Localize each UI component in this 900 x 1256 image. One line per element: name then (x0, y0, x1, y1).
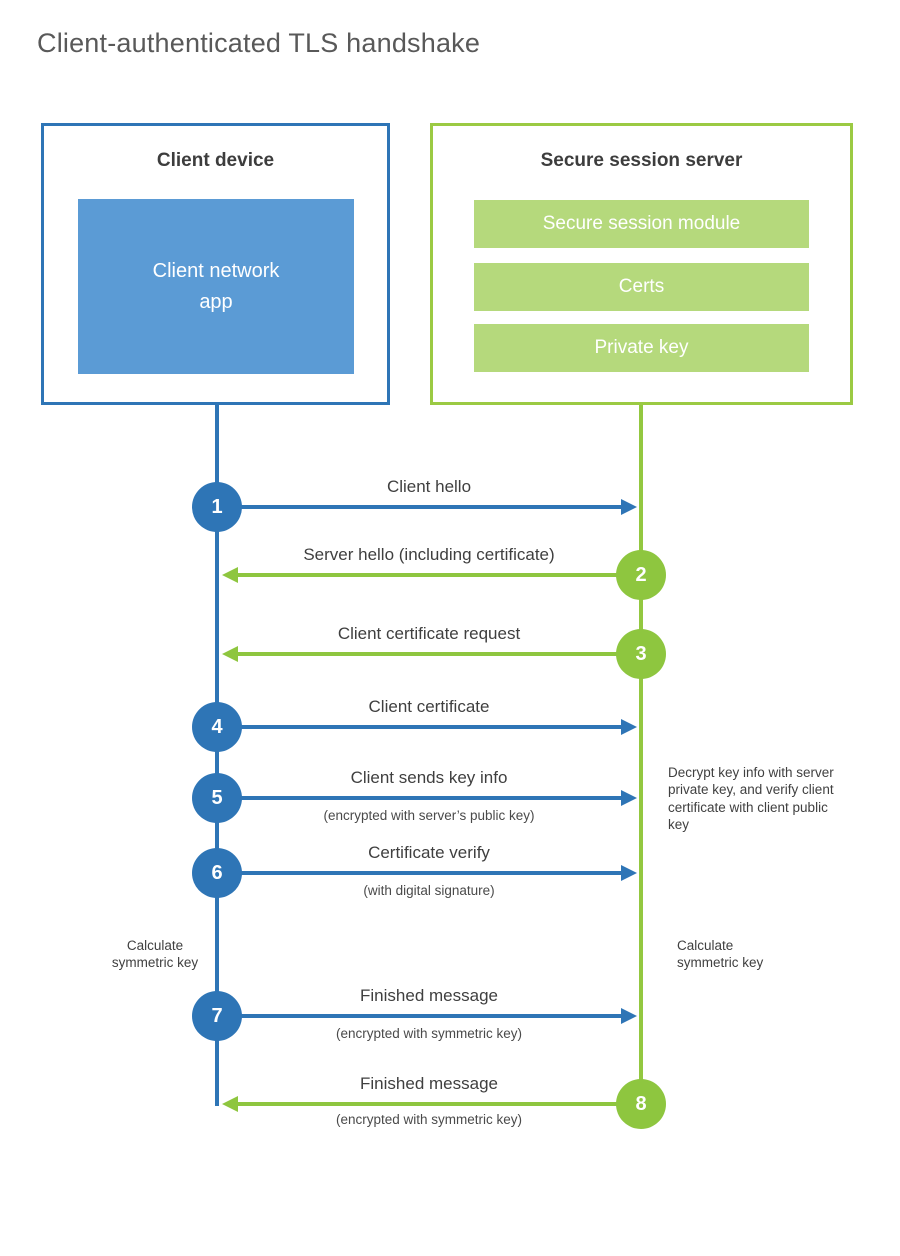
client-network-app-box: Client network app (78, 199, 354, 374)
server-title: Secure session server (540, 150, 743, 171)
message-label-4: Client certificate (368, 697, 490, 716)
client-device-title: Client device (156, 150, 275, 171)
server-module-private-key: Private key (474, 324, 809, 372)
step-circle-3: 3 (616, 629, 666, 679)
message-sublabel-7: (encrypted with symmetric key) (335, 1026, 523, 1041)
client-device-box: Client device Client network app (41, 123, 390, 405)
message-arrow-6 (219, 865, 637, 881)
message-arrow-3 (222, 646, 641, 662)
server-box: Secure session server Secure session mod… (430, 123, 853, 405)
server-module-secure-session: Secure session module (474, 200, 809, 248)
message-label-3: Client certificate request (337, 624, 521, 643)
server-lifeline (639, 405, 643, 1104)
message-sublabel-8: (encrypted with symmetric key) (335, 1112, 523, 1127)
message-label-7: Finished message (360, 986, 498, 1005)
message-label-5: Client sends key info (350, 768, 508, 787)
decrypt-note: Decrypt key info with server private key… (668, 765, 834, 832)
message-sublabel-5: (encrypted with server’s public key) (323, 808, 535, 823)
step-circle-7: 7 (192, 991, 242, 1041)
message-sublabel-6: (with digital signature) (363, 883, 495, 898)
message-label-8: Finished message (360, 1074, 498, 1093)
message-arrow-5 (219, 790, 637, 806)
step-circle-8: 8 (616, 1079, 666, 1129)
step-circle-4: 4 (192, 702, 242, 752)
calculate-symmetric-key-note-server: Calculate symmetric key (677, 938, 764, 971)
step-circle-5: 5 (192, 773, 242, 823)
message-arrow-7 (219, 1008, 637, 1024)
message-arrow-4 (219, 719, 637, 735)
message-label-6: Certificate verify (368, 843, 490, 862)
message-label-2: Server hello (including certificate) (303, 545, 555, 564)
page-title: Client-authenticated TLS handshake (37, 28, 481, 58)
calculate-symmetric-key-note-client: Calculate symmetric key (111, 938, 199, 971)
message-label-1: Client hello (386, 477, 472, 496)
step-circle-1: 1 (192, 482, 242, 532)
message-arrow-1 (219, 499, 637, 515)
server-module-certs: Certs (474, 263, 809, 311)
step-circle-6: 6 (192, 848, 242, 898)
client-lifeline (215, 405, 219, 1106)
message-arrow-8 (222, 1096, 641, 1112)
message-arrow-2 (222, 567, 641, 583)
step-circle-2: 2 (616, 550, 666, 600)
